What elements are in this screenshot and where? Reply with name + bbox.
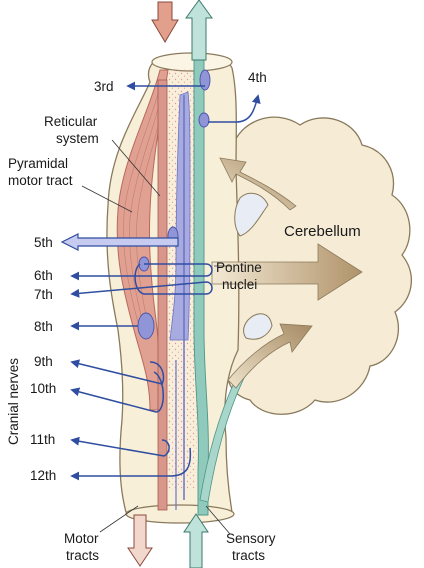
nerve-arrow-6th xyxy=(70,263,213,281)
nucleus-column xyxy=(169,91,191,341)
cranial-nerve-arrows xyxy=(70,81,261,481)
label-pyramidal-1: Pyramidal xyxy=(8,156,68,171)
label-6th: 6th xyxy=(34,268,53,283)
leader-lines xyxy=(81,139,232,535)
label-5th: 5th xyxy=(34,235,53,250)
label-sensory-2: tracts xyxy=(232,548,265,563)
label-8th: 8th xyxy=(34,319,53,334)
cerebellar-arrow-upper xyxy=(219,157,297,211)
label-sensory-1: Sensory xyxy=(226,531,276,546)
nerve-arrow-5th xyxy=(60,233,179,251)
motor-input-arrow xyxy=(151,1,179,43)
cerebellar-island-lower xyxy=(243,313,273,340)
cerebellar-arrow-middle xyxy=(211,243,363,301)
cerebellar-arrow-lower xyxy=(227,323,313,389)
nerve-arrow-4th xyxy=(208,94,261,123)
nerve-arrow-10th xyxy=(70,371,164,413)
sensory-tract-column xyxy=(193,39,209,516)
nerve-arrow-7th xyxy=(70,263,213,298)
nerve-arrow-11th xyxy=(70,436,170,457)
label-pyramidal-2: motor tract xyxy=(8,173,73,188)
label-4th: 4th xyxy=(248,70,267,85)
nerve-arrow-12th xyxy=(70,447,192,481)
cerebellar-island-upper xyxy=(234,192,269,237)
label-9th: 9th xyxy=(34,354,53,369)
label-reticular-1: Reticular xyxy=(44,114,98,129)
label-reticular-2: system xyxy=(56,131,99,146)
label-7th: 7th xyxy=(34,287,53,302)
sensory-input-arrow xyxy=(183,513,209,568)
nucleus-4th xyxy=(198,112,210,128)
label-motor-2: tracts xyxy=(66,548,99,563)
label-10th: 10th xyxy=(30,381,56,396)
label-cranial-nerves: Cranial nerves xyxy=(6,358,21,445)
sensory-output-arrow xyxy=(185,0,213,61)
nucleus-3rd xyxy=(199,69,211,91)
label-pontine-2: nuclei xyxy=(222,277,257,292)
motor-output-arrow xyxy=(127,514,153,567)
label-motor-1: Motor xyxy=(64,531,99,546)
label-pontine-1: Pontine xyxy=(216,260,262,275)
label-cerebellum: Cerebellum xyxy=(284,223,361,240)
label-11th: 11th xyxy=(30,432,55,447)
label-12th: 12th xyxy=(30,468,56,483)
label-3rd: 3rd xyxy=(94,79,114,94)
nucleus-8th xyxy=(137,312,155,340)
motor-tract-column xyxy=(157,79,168,511)
